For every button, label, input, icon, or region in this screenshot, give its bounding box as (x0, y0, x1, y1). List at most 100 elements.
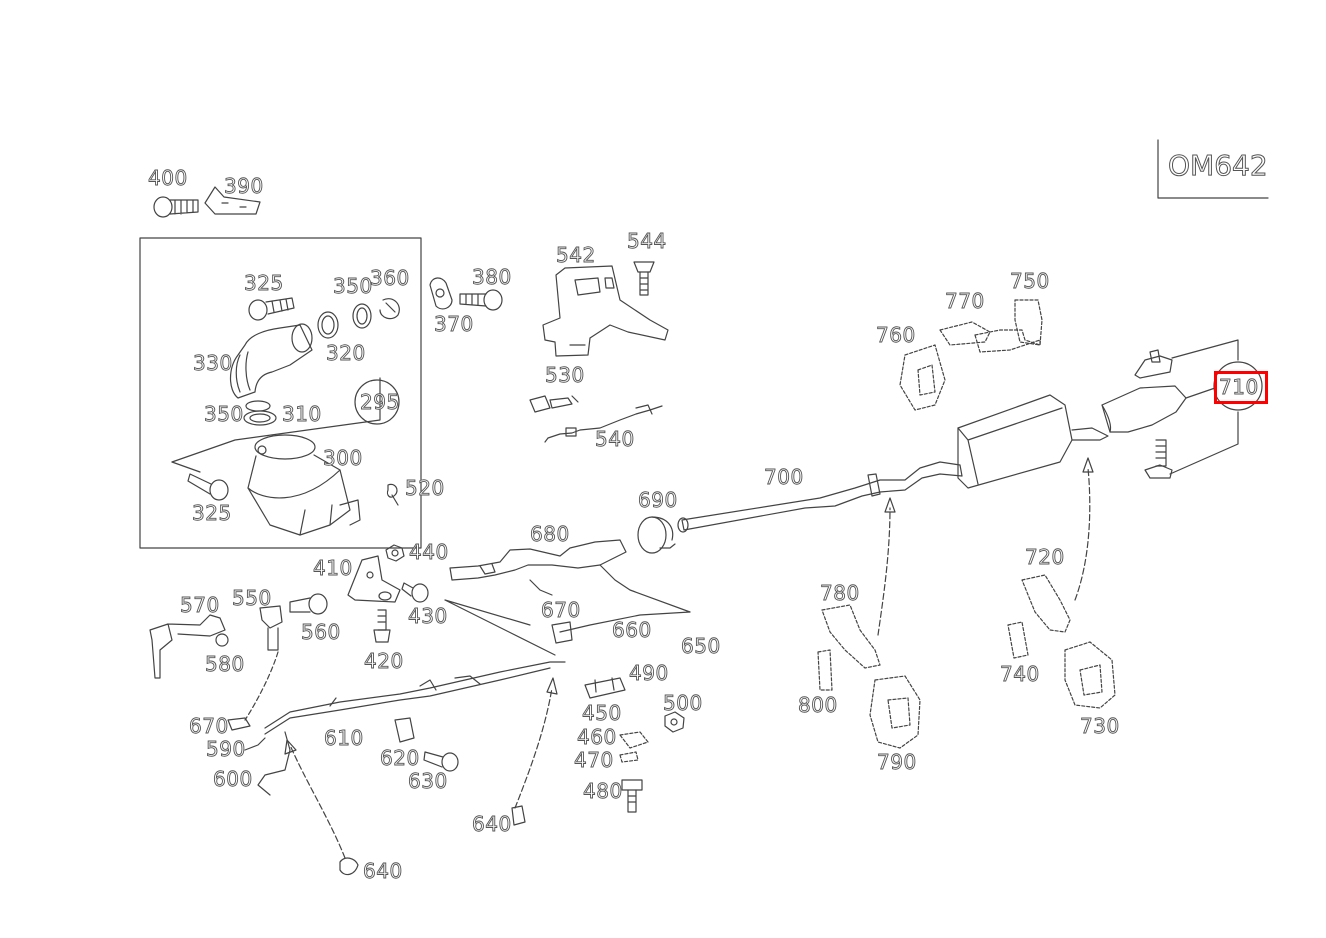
bolt-544-shape (633, 261, 655, 296)
callout-790[interactable]: 790 (877, 750, 917, 774)
callout-450[interactable]: 450 (582, 701, 622, 725)
callout-460[interactable]: 460 (577, 725, 617, 749)
callout-630[interactable]: 630 (408, 769, 448, 793)
callout-650[interactable]: 650 (681, 634, 721, 658)
callout-760[interactable]: 760 (876, 323, 916, 347)
bolt-560-shape (289, 593, 328, 615)
gasket-310 (243, 410, 277, 426)
muffler-shape (957, 394, 1109, 489)
bolt-380-shape (459, 289, 503, 311)
clamp-690-shape (637, 516, 676, 554)
callout-610[interactable]: 610 (324, 726, 364, 750)
engine-code-frame (1157, 139, 1269, 199)
callout-700[interactable]: 700 (764, 465, 804, 489)
callout-325-top[interactable]: 325 (244, 271, 284, 295)
callout-480[interactable]: 480 (583, 779, 623, 803)
callout-500[interactable]: 500 (663, 691, 703, 715)
washer-460-470 (619, 731, 649, 763)
arrow-720-head (1082, 457, 1094, 473)
callout-780[interactable]: 780 (820, 581, 860, 605)
arrow-640-right (514, 687, 553, 809)
callout-580[interactable]: 580 (205, 652, 245, 676)
tailpipe-710-shape (1101, 349, 1187, 479)
callout-310[interactable]: 310 (282, 402, 322, 426)
callout-330[interactable]: 330 (193, 351, 233, 375)
clip-520 (386, 483, 399, 506)
engine-code-label: OM642 (1168, 149, 1269, 182)
bolt-420-shape (373, 609, 391, 643)
callout-560[interactable]: 560 (301, 620, 341, 644)
callout-350-top[interactable]: 350 (333, 274, 373, 298)
callout-542[interactable]: 542 (556, 243, 596, 267)
callout-730[interactable]: 730 (1080, 714, 1120, 738)
callout-640-left[interactable]: 640 (363, 859, 403, 883)
callout-710-leader (1169, 339, 1239, 475)
callout-390[interactable]: 390 (224, 174, 264, 198)
arrow-640-right-head (546, 677, 558, 695)
bracket-490 (584, 677, 626, 699)
bracket-542-shape (542, 265, 669, 357)
callout-750[interactable]: 750 (1010, 269, 1050, 293)
group-box-divider (171, 377, 381, 463)
callout-740[interactable]: 740 (1000, 662, 1040, 686)
callout-295[interactable]: 295 (360, 390, 400, 414)
callout-520[interactable]: 520 (405, 476, 445, 500)
callout-544[interactable]: 544 (627, 229, 667, 253)
callout-400[interactable]: 400 (148, 166, 188, 190)
callout-370[interactable]: 370 (434, 312, 474, 336)
callout-380[interactable]: 380 (472, 265, 512, 289)
line-660 (559, 611, 691, 633)
callout-600[interactable]: 600 (213, 767, 253, 791)
callout-325-bottom[interactable]: 325 (192, 501, 232, 525)
callout-570[interactable]: 570 (180, 593, 220, 617)
dashed-line-550-670 (244, 651, 279, 721)
callout-550[interactable]: 550 (232, 586, 272, 610)
callout-420[interactable]: 420 (364, 649, 404, 673)
ring-350a (317, 311, 339, 339)
callout-720[interactable]: 720 (1025, 545, 1065, 569)
sensor-530 (529, 395, 579, 413)
leader-660-line (444, 599, 556, 656)
callout-410[interactable]: 410 (313, 556, 353, 580)
callout-440[interactable]: 440 (409, 540, 449, 564)
callout-470[interactable]: 470 (574, 748, 614, 772)
harness-610 (264, 661, 566, 729)
callout-690[interactable]: 690 (638, 488, 678, 512)
callout-620[interactable]: 620 (380, 746, 420, 770)
callout-670-left[interactable]: 670 (189, 714, 229, 738)
gasket-370 (429, 277, 453, 310)
callout-320[interactable]: 320 (326, 341, 366, 365)
callout-530[interactable]: 530 (545, 363, 585, 387)
callout-360[interactable]: 360 (370, 266, 410, 290)
callout-640-right[interactable]: 640 (472, 812, 512, 836)
callout-670-right[interactable]: 670 (541, 598, 581, 622)
pipe-330-end (291, 323, 313, 353)
callout-660[interactable]: 660 (612, 618, 652, 642)
group-box-outline (139, 237, 422, 549)
arrow-780 (877, 507, 891, 636)
pipe-700-shape (681, 461, 963, 531)
callout-430[interactable]: 430 (408, 604, 448, 628)
callout-540[interactable]: 540 (595, 427, 635, 451)
bracket-410-shape (347, 555, 401, 603)
callout-710[interactable]: 710 (1219, 375, 1259, 399)
callout-350-mid[interactable]: 350 (204, 402, 244, 426)
clip-670b (227, 717, 251, 731)
callout-590[interactable]: 590 (206, 737, 246, 761)
callout-490[interactable]: 490 (629, 661, 669, 685)
pipe-330-shape (229, 324, 313, 399)
ring-320 (352, 303, 372, 329)
arrow-640-left-head (284, 739, 297, 755)
nut-440 (385, 544, 405, 562)
harness-540 (544, 404, 663, 443)
callout-680[interactable]: 680 (530, 522, 570, 546)
arrow-780-head (884, 497, 896, 513)
bolt-480-shape (621, 779, 643, 813)
bolt-400-shape (153, 196, 199, 218)
callout-800[interactable]: 800 (798, 693, 838, 717)
callout-770[interactable]: 770 (945, 289, 985, 313)
arrow-640-left (289, 744, 346, 859)
callout-300[interactable]: 300 (323, 446, 363, 470)
